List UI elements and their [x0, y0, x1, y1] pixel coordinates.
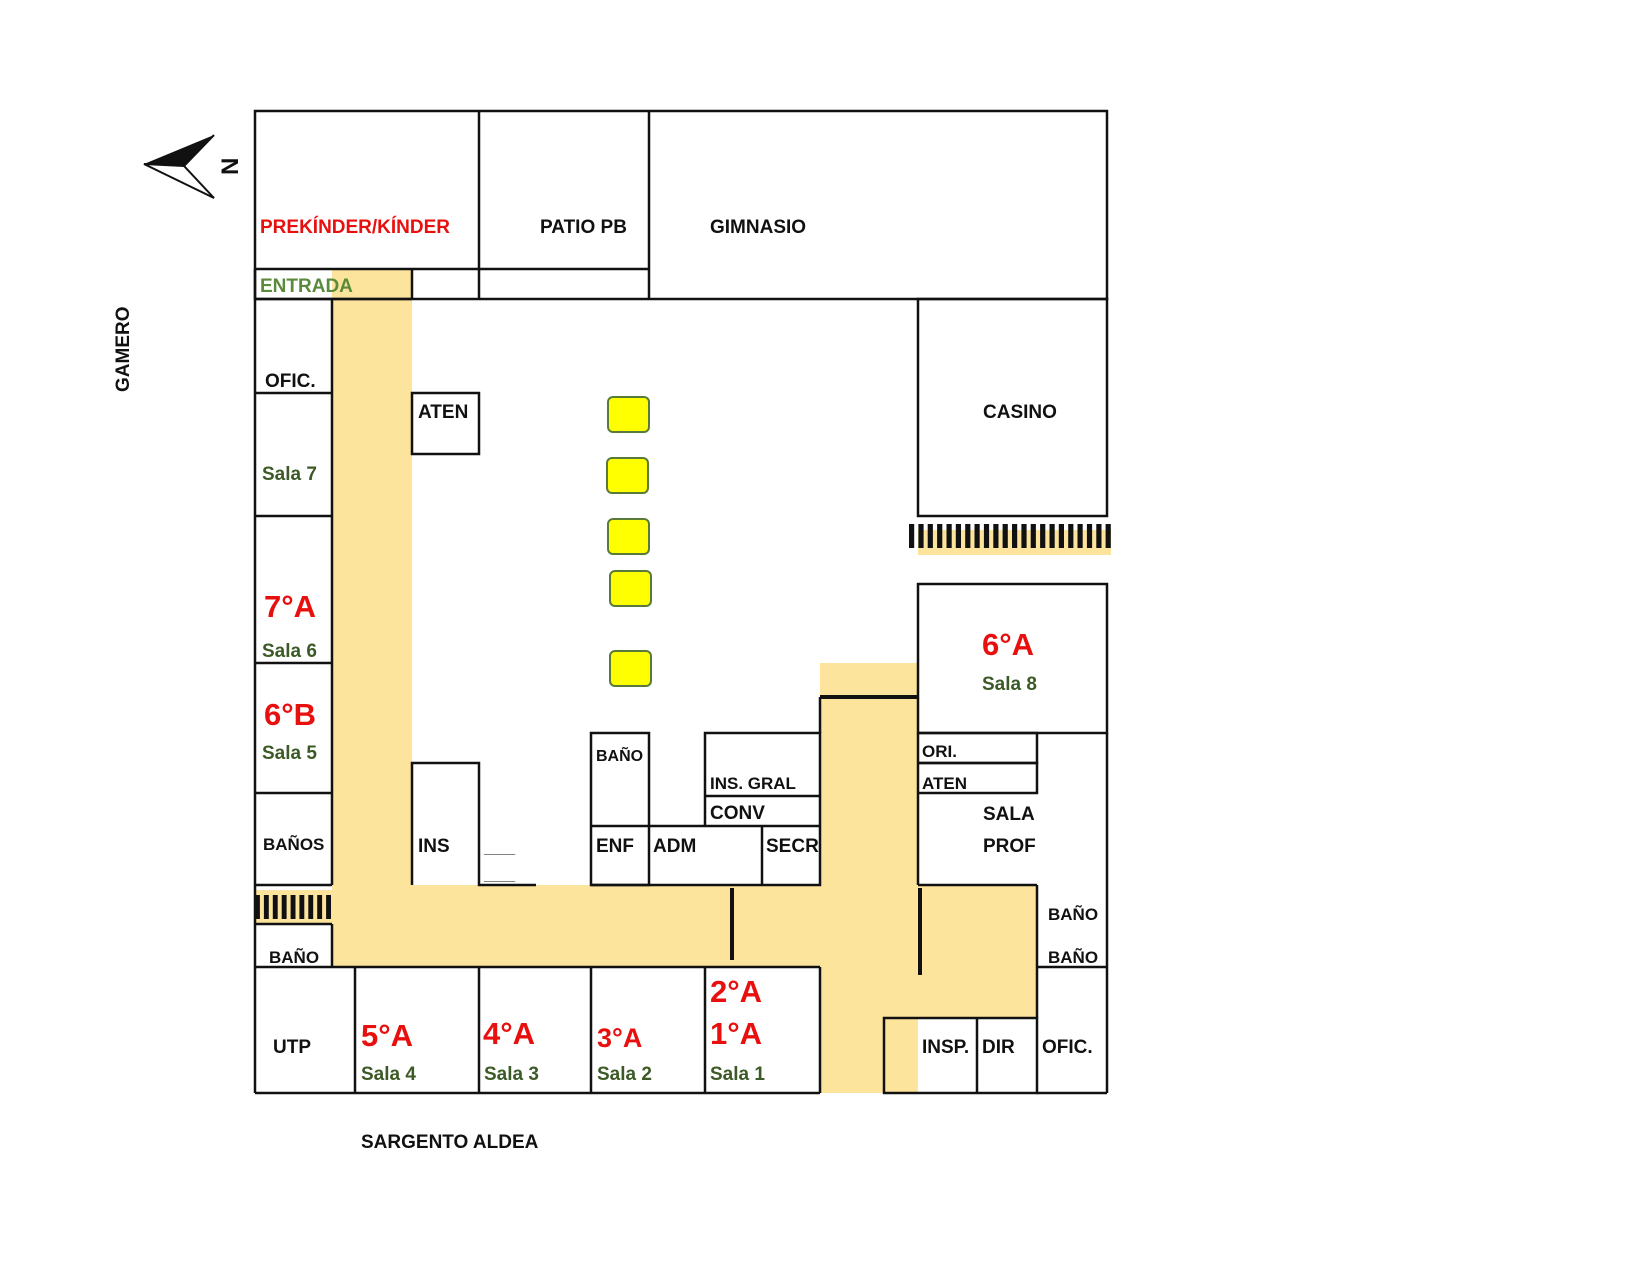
dir-label: DIR [982, 1037, 1015, 1058]
stair-step [1002, 524, 1008, 548]
east-aten-label: ATEN [922, 774, 967, 793]
conv-label: CONV [710, 803, 765, 824]
sala5-label: Sala 5 [262, 743, 317, 764]
sala7-label: Sala 7 [262, 464, 317, 485]
entrance-label: ENTRADA [260, 276, 353, 297]
corridor-south [332, 885, 832, 967]
compass-letter: N [217, 158, 244, 175]
secr-label: SECR [766, 836, 819, 857]
stair-step [909, 524, 915, 548]
meeting-points [606, 396, 652, 687]
course-2a-label: 2°A [710, 974, 762, 1009]
street-bottom: SARGENTO ALDEA [361, 1132, 539, 1153]
stair-step [993, 524, 999, 548]
prekinder-label: PREKÍNDER/KÍNDER [260, 216, 450, 238]
course-7a-label: 7°A [264, 589, 316, 624]
casino-label: CASINO [983, 402, 1057, 423]
stair-step [281, 895, 287, 919]
stair-step [1021, 524, 1027, 548]
stair-step [290, 895, 296, 919]
center-aten-label: ATEN [418, 402, 468, 423]
stair-step [255, 895, 260, 919]
stair-step [272, 895, 278, 919]
banos-label: BAÑOS [263, 834, 324, 854]
stair-step [927, 524, 933, 548]
stair-step [937, 524, 943, 548]
walls [253, 109, 1109, 1095]
east-bano-label-1: BAÑO [1048, 904, 1098, 924]
stairs-east [909, 524, 1111, 548]
sala-prof-label-2: PROF [983, 836, 1036, 857]
stair-step [965, 524, 971, 548]
street-left: GAMERO [113, 307, 134, 393]
stair-step [955, 524, 961, 548]
ins-label: INS [418, 836, 450, 857]
stair-step [1040, 524, 1046, 548]
ins-gral-label: INS. GRAL [710, 774, 796, 793]
stair-step [974, 524, 980, 548]
stair-step [946, 524, 952, 548]
stair-step [1096, 524, 1102, 548]
center-bano-label: BAÑO [596, 745, 643, 765]
patio-label: PATIO PB [540, 217, 627, 238]
stair-step [1012, 524, 1018, 548]
stair-step [1105, 524, 1111, 548]
sala3-label: Sala 3 [484, 1064, 539, 1085]
sala8-label: Sala 8 [982, 674, 1037, 695]
stair-step [1068, 524, 1074, 548]
stair-step [263, 895, 269, 919]
utp-label: UTP [273, 1037, 311, 1058]
corridor-east-lower [918, 885, 1036, 1018]
blank-line-2: ____ [483, 867, 515, 883]
corridor-west [332, 270, 412, 967]
course-6b-label: 6°B [264, 697, 316, 732]
sala4-label: Sala 4 [361, 1064, 416, 1085]
course-3a-label: 3°A [597, 1023, 642, 1053]
sala-prof-label-1: SALA [983, 804, 1035, 825]
adm-label: ADM [653, 836, 696, 857]
stair-step [1086, 524, 1093, 548]
corridor-center-vertical [820, 663, 918, 1093]
stairs-west [255, 895, 331, 919]
meeting-point-1 [607, 396, 650, 433]
course-6a-label: 6°A [982, 627, 1034, 662]
sala6-label: Sala 6 [262, 641, 317, 662]
stair-step [1030, 524, 1036, 548]
west-ofic-label: OFIC. [265, 371, 316, 392]
stair-step [317, 895, 323, 919]
course-5a-label: 5°A [361, 1018, 413, 1053]
stair-step [1049, 524, 1055, 548]
north-arrow-icon: N [143, 134, 244, 199]
south-ofic-label: OFIC. [1042, 1037, 1093, 1058]
ori-label: ORI. [922, 742, 957, 761]
blank-line-1: ____ [483, 840, 515, 856]
insp-label: INSP. [922, 1037, 969, 1058]
meeting-point-2 [606, 457, 649, 494]
enf-label: ENF [596, 836, 634, 857]
stair-step [299, 895, 305, 919]
course-4a-label: 4°A [483, 1016, 535, 1051]
stair-step [1058, 524, 1064, 548]
meeting-point-3 [607, 518, 650, 555]
course-1a-label: 1°A [710, 1016, 762, 1051]
stair-step [1077, 524, 1083, 548]
stair-step [983, 524, 990, 548]
meeting-point-5 [609, 650, 652, 687]
stair-step [308, 895, 314, 919]
meeting-point-4 [609, 570, 652, 607]
stair-step [918, 524, 924, 548]
sala1-label: Sala 1 [710, 1064, 765, 1085]
west-bano-label: BAÑO [269, 947, 319, 967]
sala2-label: Sala 2 [597, 1064, 652, 1085]
gym-label: GIMNASIO [710, 217, 806, 238]
east-bano-label-2: BAÑO [1048, 947, 1098, 967]
stair-step [326, 895, 331, 919]
